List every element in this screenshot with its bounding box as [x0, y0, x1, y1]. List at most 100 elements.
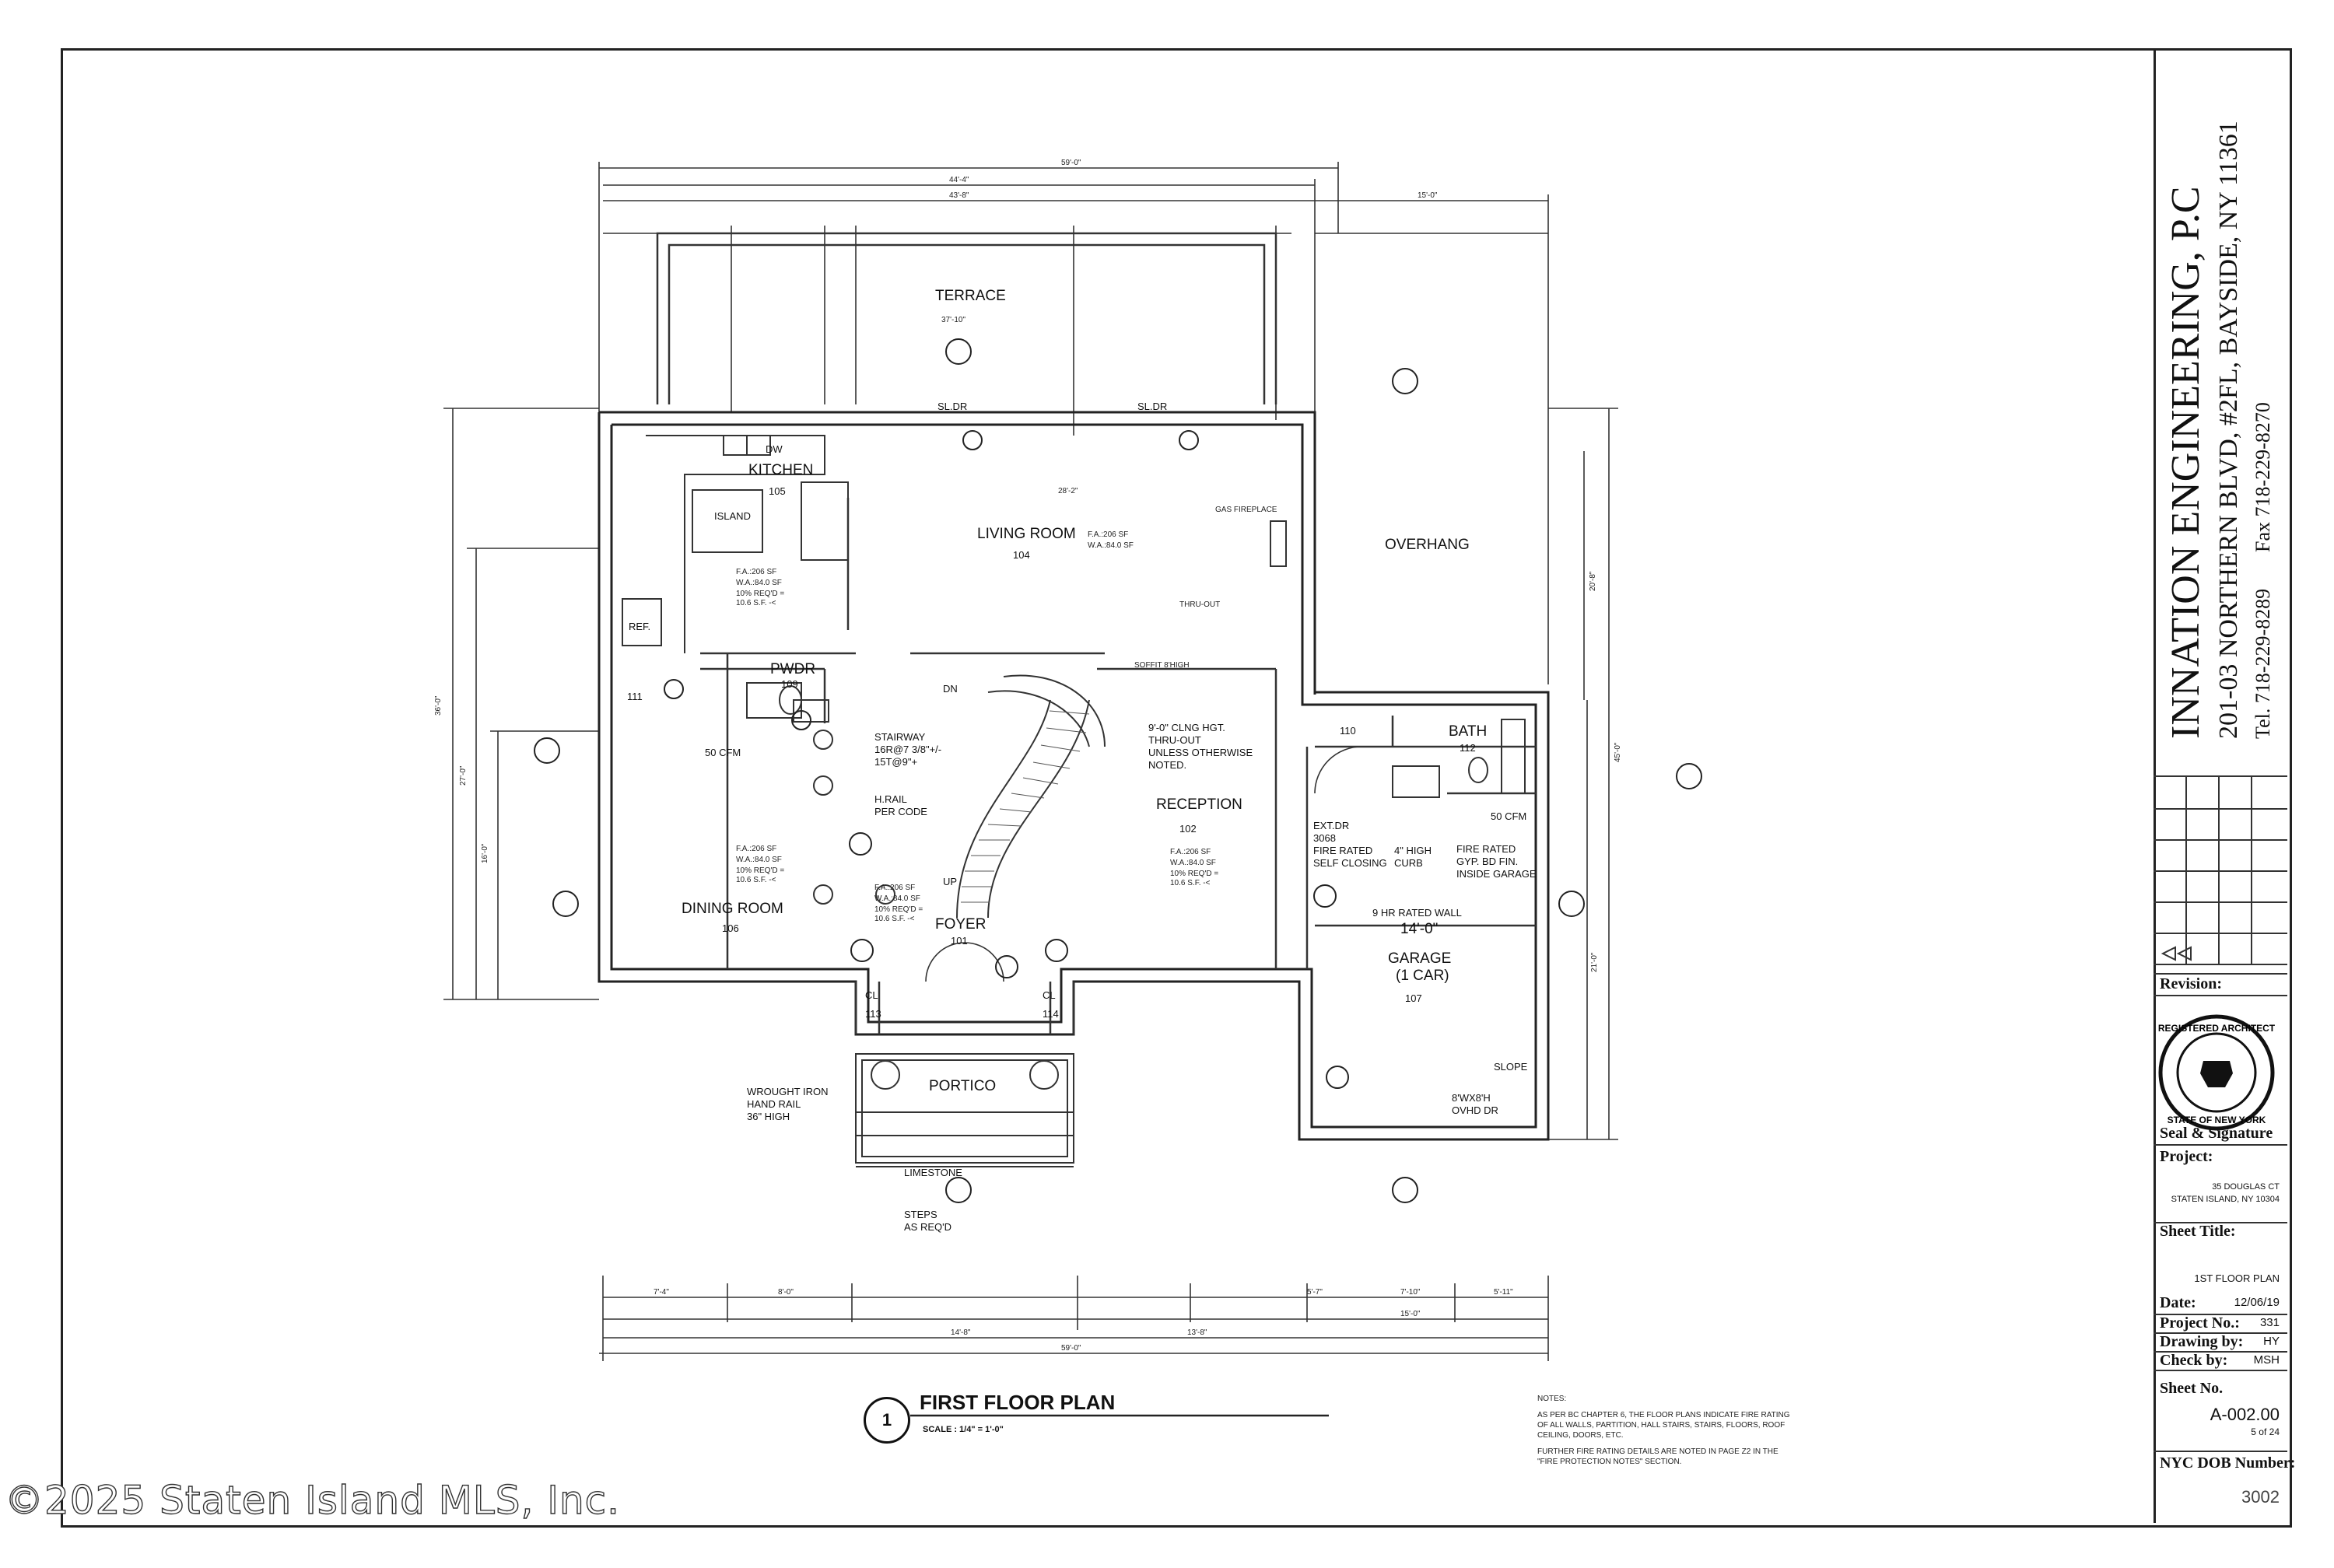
dw-label: DW — [766, 443, 783, 455]
foyer-number: 101 — [951, 935, 968, 947]
dim-bottom-5: 15'-0" — [1400, 1310, 1421, 1318]
dim-right-1: 45'-0" — [1614, 742, 1622, 762]
steps-note-2: AS REQ'D — [904, 1221, 951, 1233]
ceiling-note-4: NOTED. — [1148, 759, 1186, 771]
dob-number-label: NYC DOB Number: — [2160, 1454, 2296, 1472]
area-note-dining: F.A.:206 SF W.A.:84.0 SF 10% REQ'D = 10.… — [736, 845, 784, 884]
sliding-door-label-1: SL.DR — [937, 401, 967, 412]
drawing-scale: SCALE : 1/4" = 1'-0" — [923, 1425, 1004, 1434]
svg-text:W.A.:84.0 SF: W.A.:84.0 SF — [1088, 541, 1134, 550]
garage-number: 107 — [1405, 992, 1422, 1004]
sheet-title-label: Sheet Title: — [2160, 1223, 2236, 1240]
overhang-label: OVERHANG — [1385, 537, 1470, 553]
curb-note-1: 4" HIGH — [1394, 845, 1432, 856]
fire-rated-note-3: INSIDE GARAGE — [1456, 868, 1537, 880]
sheet-no-value: A-002.00 — [2210, 1405, 2280, 1424]
closet-number-1: 113 — [865, 1008, 881, 1020]
closet-label-2: CL — [1043, 989, 1056, 1001]
svg-text:W.A.:84.0 SF: W.A.:84.0 SF — [1170, 859, 1216, 867]
copyright-watermark: ©2025 Staten Island MLS, Inc. — [4, 1477, 621, 1523]
overhead-door-note-1: 8'WX8'H — [1452, 1092, 1491, 1104]
curb-note-2: CURB — [1394, 857, 1423, 869]
svg-text:10% REQ'D =: 10% REQ'D = — [736, 590, 784, 598]
ext-door-note-2: 3068 — [1313, 832, 1336, 844]
terrace-label: TERRACE — [935, 288, 1006, 304]
kitchen-number: 105 — [769, 485, 786, 497]
fire-rated-note-1: FIRE RATED — [1456, 843, 1516, 855]
ext-door-note-3: FIRE RATED — [1313, 845, 1372, 856]
ext-door-note-4: SELF CLOSING — [1313, 857, 1387, 869]
ceiling-note-3: UNLESS OTHERWISE — [1148, 747, 1253, 758]
project-address-2: STATEN ISLAND, NY 10304 — [2171, 1195, 2280, 1204]
handrail-note-1: H.RAIL — [874, 793, 907, 805]
foyer-label: FOYER — [935, 916, 986, 933]
area-note-living: F.A.:206 SF W.A.:84.0 SF — [1088, 530, 1134, 550]
sheet-border — [61, 48, 2292, 1528]
living-room-number: 104 — [1013, 549, 1030, 561]
sheet-no-label: Sheet No. — [2160, 1380, 2224, 1397]
drawing-by-label: Drawing by: — [2160, 1333, 2244, 1350]
closet-number-2: 114 — [1043, 1008, 1059, 1020]
dim-overall-top: 59'-0" — [1061, 159, 1081, 167]
ref-label: REF. — [629, 621, 650, 632]
cfm-label-pwdr: 50 CFM — [705, 747, 741, 758]
fire-rated-note-2: GYP. BD FIN. — [1456, 856, 1518, 867]
check-by-label: Check by: — [2160, 1352, 2228, 1369]
svg-text:10.6 S.F. -<: 10.6 S.F. -< — [874, 915, 915, 923]
svg-text:F.A.:206 SF: F.A.:206 SF — [1088, 530, 1128, 539]
seal-label: Seal & Signature — [2160, 1125, 2273, 1142]
garage-label: GARAGE — [1388, 950, 1451, 967]
dim-right-2: 20'-8" — [1589, 571, 1597, 591]
svg-text:W.A.:84.0 SF: W.A.:84.0 SF — [736, 579, 782, 587]
stairway-note-3: 15T@9"+ — [874, 756, 917, 768]
drawing-by-value: HY — [2263, 1335, 2280, 1348]
revision-label: Revision: — [2160, 975, 2222, 992]
dim-bottom-6: 5'-7" — [1307, 1288, 1323, 1297]
soffit-label: SOFFIT 8'HIGH — [1134, 661, 1190, 670]
stair-up-label: UP — [943, 876, 957, 887]
seal-bottom-text: STATE OF NEW YORK — [2168, 1115, 2266, 1125]
dim-bottom-8: 5'-11" — [1494, 1288, 1513, 1297]
dining-room-label: DINING ROOM — [682, 901, 783, 917]
dim-43-8: 43'-8" — [949, 191, 969, 200]
limestone-label: LIMESTONE — [904, 1167, 962, 1178]
dim-bottom-3: 14'-8" — [951, 1328, 971, 1337]
ext-door-note-1: EXT.DR — [1313, 820, 1349, 831]
page-code: 3002 — [2241, 1487, 2280, 1507]
bath-number: 112 — [1460, 742, 1476, 754]
portico-label: PORTICO — [929, 1078, 996, 1094]
ceiling-note-2: THRU-OUT — [1148, 734, 1201, 746]
room-111-number: 111 — [627, 691, 643, 702]
area-note-kitchen: F.A.:206 SF W.A.:84.0 SF 10% REQ'D = 10.… — [736, 568, 784, 607]
area-note-foyer: F.A.:206 SF W.A.:84.0 SF 10% REQ'D = 10.… — [874, 884, 923, 923]
pwdr-number: 109 — [781, 678, 798, 690]
ceiling-note-1: 9'-0" CLNG HGT. — [1148, 722, 1225, 733]
drawing-title: FIRST FLOOR PLAN — [920, 1391, 1116, 1414]
handrail-portico-note-1: WROUGHT IRON — [747, 1086, 828, 1097]
handrail-portico-note-2: HAND RAIL — [747, 1098, 801, 1110]
svg-text:F.A.:206 SF: F.A.:206 SF — [874, 884, 915, 892]
rated-wall-label: 9 HR RATED WALL — [1372, 907, 1462, 919]
dim-bottom-7: 7'-10" — [1400, 1288, 1421, 1297]
dim-bottom-2: 8'-0" — [778, 1288, 794, 1297]
stairway-note-1: STAIRWAY — [874, 731, 926, 743]
garage-width-label: 14'-0" — [1400, 921, 1438, 937]
slope-label: SLOPE — [1494, 1061, 1528, 1073]
stairway-note-2: 16R@7 3/8"+/- — [874, 744, 941, 755]
dim-left-2: 27'-0" — [459, 765, 468, 786]
dim-bottom-4: 13'-8" — [1187, 1328, 1207, 1337]
date-value: 12/06/19 — [2234, 1296, 2280, 1309]
dim-bottom-1: 7'-4" — [654, 1288, 669, 1297]
project-no-value: 331 — [2259, 1316, 2280, 1329]
stair-down-label: DN — [943, 683, 958, 695]
project-label: Project: — [2160, 1148, 2213, 1165]
project-no-label: Project No.: — [2160, 1314, 2240, 1332]
dim-left-1: 36'-0" — [434, 695, 443, 716]
dim-overall-bottom: 59'-0" — [1061, 1344, 1081, 1353]
reception-number: 102 — [1179, 823, 1197, 835]
bath-label: BATH — [1449, 723, 1487, 740]
date-label: Date: — [2160, 1294, 2196, 1311]
svg-text:F.A.:206 SF: F.A.:206 SF — [1170, 848, 1211, 856]
